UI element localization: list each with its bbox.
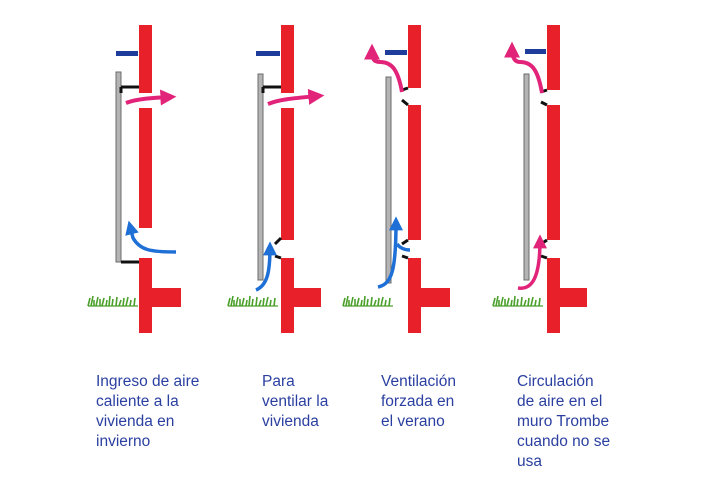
panel-4-trombe-circulation — [492, 25, 587, 333]
glazing — [385, 76, 392, 284]
warm-air-arrow — [267, 88, 325, 106]
caption-panel-2: Para ventilar la vivienda — [262, 373, 329, 430]
bottom-vent-frame — [401, 238, 409, 260]
glazing — [257, 73, 264, 281]
wall — [281, 25, 321, 333]
grass — [342, 295, 394, 307]
cold-air-arrow — [125, 220, 177, 254]
warm-air-loop-top — [504, 41, 544, 94]
warm-air-arrow — [125, 89, 177, 106]
glazing — [115, 71, 122, 263]
top-vent-frame — [119, 85, 139, 93]
glazing — [523, 73, 530, 281]
caption-panel-1: Ingreso de aire caliente a la vivienda e… — [96, 373, 200, 450]
top-vent-frame — [261, 85, 281, 93]
warm-air-loop-bottom — [517, 234, 547, 290]
top-cap — [525, 49, 546, 54]
cold-air-inflow — [395, 242, 411, 252]
cold-air-arrow — [377, 216, 403, 289]
caption-panel-3: Ventilación forzada en el verano — [381, 373, 456, 430]
panel-2-house-ventilation — [227, 25, 325, 333]
grass — [227, 295, 279, 307]
bottom-vent-frame — [540, 238, 548, 260]
warm-air-arrow — [364, 43, 404, 93]
top-cap — [116, 51, 138, 56]
top-cap — [385, 50, 407, 55]
wall — [408, 25, 450, 333]
caption-panel-4: Circulación de aire en el muro Trombe cu… — [517, 373, 611, 470]
top-cap — [256, 51, 280, 56]
wall — [139, 25, 181, 333]
bottom-vent-frame — [273, 236, 283, 260]
panel-1-winter-heating — [87, 25, 181, 333]
panel-3-summer-forced-ventilation — [342, 25, 450, 333]
grass — [492, 295, 544, 307]
cold-air-arrow — [255, 241, 277, 292]
wall — [547, 25, 587, 333]
grass — [87, 295, 139, 307]
